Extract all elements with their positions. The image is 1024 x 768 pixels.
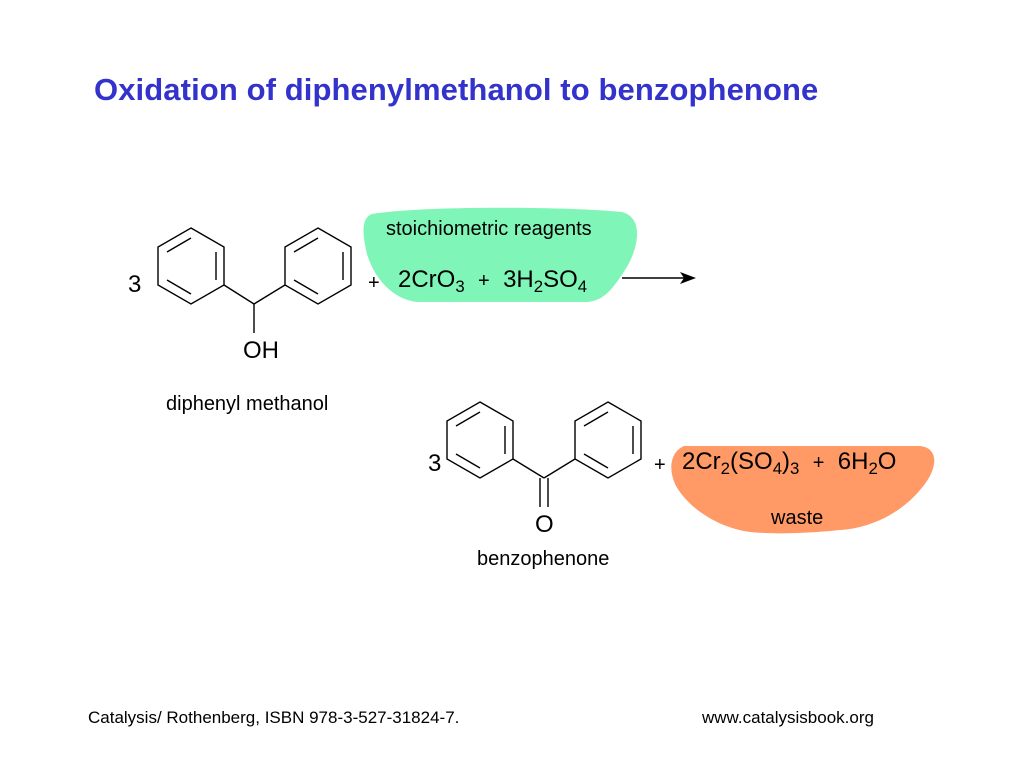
- paren-subscript: 3: [790, 459, 800, 479]
- cr-text: 2Cr: [682, 448, 721, 475]
- h2so4-subscript-o: 4: [577, 277, 588, 297]
- h2so4-subscript-h: 2: [533, 277, 544, 297]
- waste-plus: +: [812, 452, 825, 474]
- h2o-subscript: 2: [868, 459, 878, 479]
- waste-formula: 2Cr2(SO4)3 + 6H2O: [682, 448, 897, 477]
- paren-close: ): [782, 448, 791, 475]
- diphenylmethanol-structure: [157, 227, 352, 333]
- reactant-name: diphenyl methanol: [166, 393, 329, 415]
- benzophenone-structure: [446, 401, 642, 507]
- h2so4-text-so: SO: [543, 266, 578, 293]
- cro3-subscript: 3: [455, 277, 465, 297]
- footer-url[interactable]: www.catalysisbook.org: [702, 708, 874, 727]
- product-plus: +: [654, 454, 666, 476]
- waste-label: waste: [771, 507, 824, 529]
- reactant-plus: +: [368, 272, 380, 294]
- so4-text: (SO: [730, 448, 773, 475]
- reagent-highlight: [363, 207, 638, 302]
- h2o-text: 6H: [837, 448, 869, 475]
- h2o-text-o: O: [877, 448, 897, 475]
- h2so4-text: 3H: [503, 266, 534, 293]
- footer-citation: Catalysis/ Rothenberg, ISBN 978-3-527-31…: [88, 708, 460, 727]
- reagent-formula: 2CrO3 + 3H2SO4: [398, 266, 587, 295]
- reagent-plus: +: [478, 270, 490, 292]
- waste-highlight: [671, 446, 935, 534]
- hydroxyl-label: OH: [243, 337, 279, 364]
- carbonyl-oxygen-label: O: [535, 511, 554, 538]
- product-name: benzophenone: [477, 548, 610, 570]
- reagent-header: stoichiometric reagents: [386, 218, 592, 240]
- cro3-text: 2CrO: [398, 266, 456, 293]
- product-coefficient: 3: [428, 450, 442, 477]
- so4-subscript: 4: [772, 459, 783, 479]
- reaction-arrow: [622, 272, 696, 284]
- cr-subscript: 2: [720, 459, 731, 479]
- slide-title: Oxidation of diphenylmethanol to benzoph…: [94, 72, 819, 107]
- reactant-coefficient: 3: [128, 271, 142, 298]
